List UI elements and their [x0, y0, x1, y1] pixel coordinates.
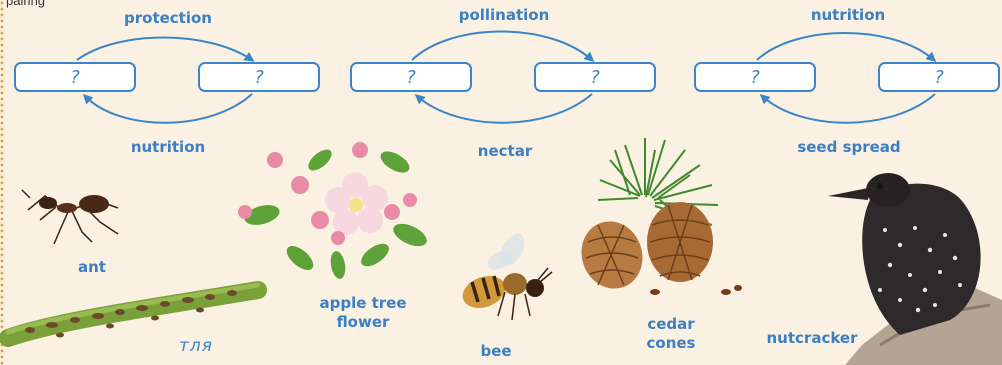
- cedar-cones-label-line1: cedar: [647, 315, 696, 334]
- ant-label: ant: [78, 258, 106, 277]
- bee-image: [458, 229, 552, 320]
- ant-image: [22, 190, 118, 244]
- cedar-cones-label-line2: cones: [647, 334, 696, 353]
- apple-flower-image: [238, 142, 430, 280]
- cedar-cones-image: [572, 138, 742, 297]
- aphid-label: тля: [179, 336, 213, 356]
- bee-label: bee: [480, 342, 511, 361]
- aphid-stem-image: [8, 285, 258, 338]
- cedar-cones-label: cedar cones: [647, 315, 696, 353]
- apple-flower-label-line1: apple tree: [319, 294, 406, 313]
- nutcracker-label: nutcracker: [767, 329, 858, 348]
- apple-flower-label: apple tree flower: [319, 294, 406, 332]
- apple-flower-label-line2: flower: [319, 313, 406, 332]
